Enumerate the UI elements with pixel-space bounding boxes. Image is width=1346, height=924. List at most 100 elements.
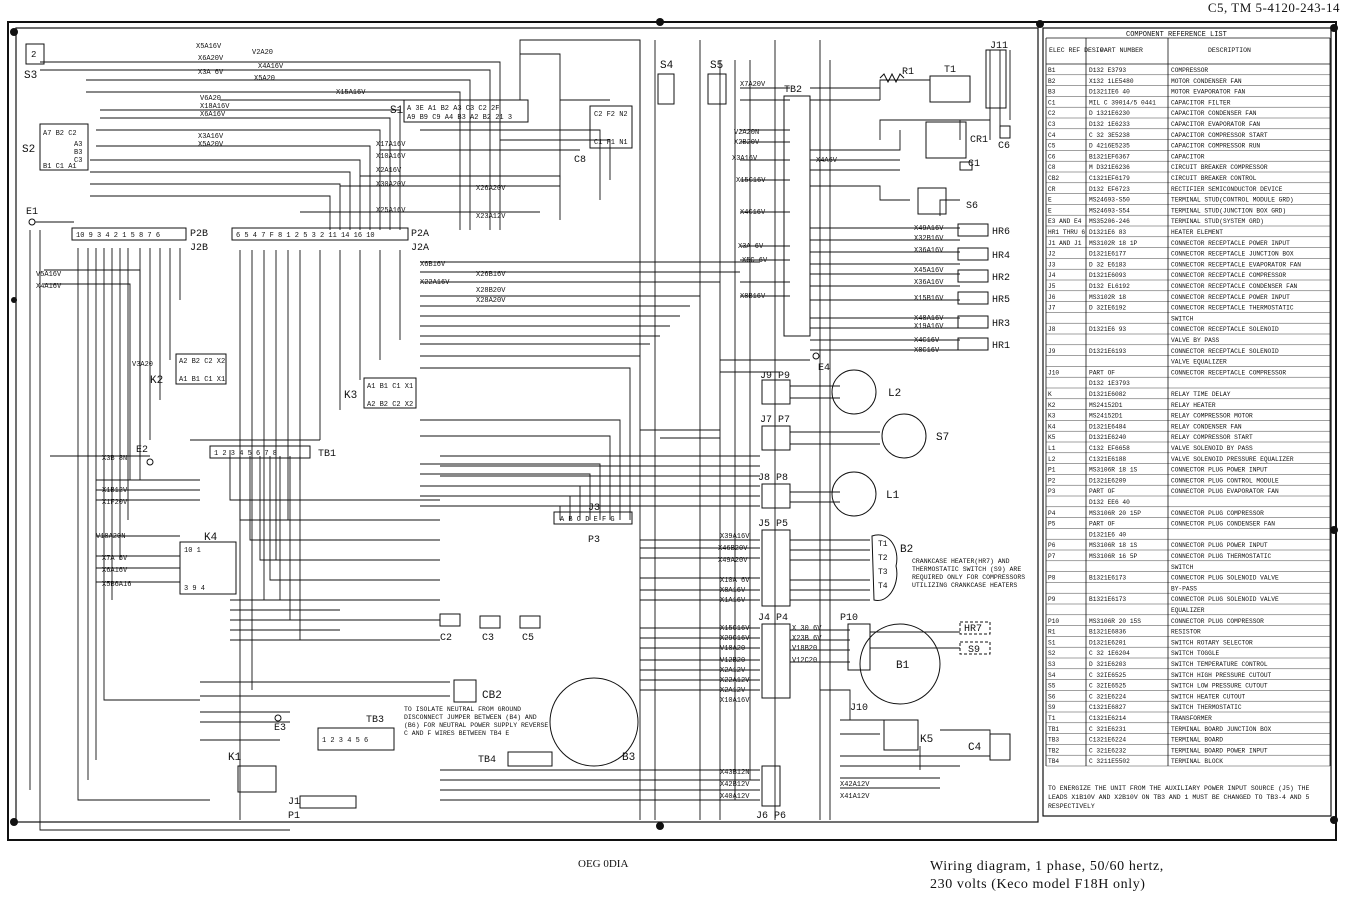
parts-table-cell: TERMINAL BLOCK bbox=[1171, 758, 1223, 765]
parts-table-cell: CAPACITOR FILTER bbox=[1171, 99, 1231, 106]
svg-text:HR5: HR5 bbox=[992, 295, 1010, 306]
parts-table-cell: P10 bbox=[1048, 618, 1059, 625]
parts-table-cell: P2 bbox=[1048, 477, 1056, 484]
wire-label-group-left: V5A16V X4A16V V3A20 X3B 8N X1B12V X1F20V… bbox=[36, 271, 153, 589]
svg-text:X15B16V: X15B16V bbox=[914, 295, 944, 303]
parts-table-cell: COMPRESSOR bbox=[1171, 67, 1208, 74]
parts-table-cell: C2 bbox=[1048, 110, 1056, 117]
parts-table-cell: C 321E6231 bbox=[1089, 726, 1126, 733]
parts-table-cell: RELAY CONDENSER FAN bbox=[1171, 423, 1242, 430]
parts-table-cell: J9 bbox=[1048, 348, 1056, 355]
parts-table-cell: D132 EL6192 bbox=[1089, 283, 1130, 290]
heater-hr2: HR2 bbox=[957, 269, 1010, 284]
s2-label: S2 bbox=[22, 144, 35, 156]
parts-table-cell: J8 bbox=[1048, 326, 1056, 333]
parts-table-cell: RESISTOR bbox=[1171, 629, 1201, 636]
svg-text:J8 P8: J8 P8 bbox=[758, 473, 788, 484]
svg-text:X5C 6V: X5C 6V bbox=[742, 257, 768, 265]
parts-table-cell: MS3106R 20 15S bbox=[1089, 618, 1141, 625]
parts-table-cell: CONNECTOR RECEPTACLE EVAPORATOR FAN bbox=[1171, 261, 1301, 268]
parts-table-cell: RELAY COMPRESSOR MOTOR bbox=[1171, 413, 1253, 420]
parts-table-grid bbox=[1045, 37, 1331, 767]
parts-table-cell: D 32 E6183 bbox=[1089, 261, 1126, 268]
parts-table-cell: X132 1LE5480 bbox=[1089, 78, 1134, 85]
svg-text:X3B 8N: X3B 8N bbox=[102, 455, 127, 463]
svg-text:HR4: HR4 bbox=[992, 251, 1010, 262]
parts-table-cell: S5 bbox=[1048, 683, 1056, 690]
parts-table-cell: CONNECTOR RECEPTACLE THERMOSTATIC bbox=[1171, 305, 1294, 312]
wire-label-group-p4: X15C16V X29C16V V18A20 V12B20 X2A12V X22… bbox=[720, 625, 750, 705]
parts-table-cell: P9 bbox=[1048, 596, 1056, 603]
s6-label: S6 bbox=[966, 201, 978, 212]
parts-table-cell: SWITCH ROTARY SELECTOR bbox=[1171, 639, 1253, 646]
p2a-label: P2A bbox=[411, 229, 429, 240]
motor-b2: T1 T2 T3 T4 B2 bbox=[871, 534, 913, 601]
svg-text:T1: T1 bbox=[878, 540, 888, 549]
parts-table-cell: D1321IE6 40 bbox=[1089, 89, 1130, 96]
resistor-r1: R1 bbox=[879, 67, 914, 84]
parts-table-cell: TERMINAL STUD(JUNCTION BOX GRD) bbox=[1171, 207, 1286, 214]
parts-table-cell: R1 bbox=[1048, 629, 1056, 636]
svg-text:X15A16V: X15A16V bbox=[336, 89, 366, 97]
parts-table-cell: C1 bbox=[1048, 99, 1056, 106]
parts-table-cell: VALVE SOLENOID BY PASS bbox=[1171, 445, 1253, 452]
svg-text:P3: P3 bbox=[588, 535, 600, 546]
parts-table-cell: C 3211E5502 bbox=[1089, 758, 1130, 765]
svg-text:S9: S9 bbox=[968, 645, 980, 656]
parts-table-cell: D1321E6093 bbox=[1089, 272, 1126, 279]
parts-table-cell: S9 bbox=[1048, 704, 1056, 711]
svg-text:X30A20V: X30A20V bbox=[376, 181, 406, 189]
parts-table-cell: MS3106R 20 15P bbox=[1089, 510, 1141, 517]
svg-text:C2 F2 N2: C2 F2 N2 bbox=[594, 111, 628, 119]
heater-hr3: HR3 bbox=[957, 315, 1010, 330]
svg-text:E4: E4 bbox=[818, 363, 830, 374]
solenoid-l2: L2 bbox=[831, 369, 901, 415]
connector-j8-p8: J8 P8 bbox=[758, 473, 791, 509]
terminal-board-tb3: 1 2 3 4 5 6 TB3 bbox=[317, 715, 395, 751]
tb3-note: TO ISOLATE NEUTRAL FROM GROUND DISCONNEC… bbox=[404, 706, 549, 737]
svg-text:A7 B2 C2: A7 B2 C2 bbox=[43, 130, 77, 138]
terminal-board-tb1: 1 2 3 4 5 6 7 8 TB1 bbox=[209, 445, 336, 460]
component-c8: C2 F2 N2 C1 F1 N1 C8 bbox=[574, 105, 633, 166]
svg-text:TB4: TB4 bbox=[478, 755, 496, 766]
svg-text:2: 2 bbox=[31, 50, 36, 60]
parts-table-cell: P7 bbox=[1048, 553, 1056, 560]
parts-table-cell: D 1321E6230 bbox=[1089, 110, 1130, 117]
parts-table-cell: D1321E6484 bbox=[1089, 423, 1126, 430]
parts-table-cell: MS3102R 18 1P bbox=[1089, 240, 1138, 247]
parts-table-cell: D 4216E5235 bbox=[1089, 143, 1130, 150]
svg-text:X22A12V: X22A12V bbox=[720, 677, 750, 685]
svg-text:X36A16V: X36A16V bbox=[914, 279, 944, 287]
svg-text:C5: C5 bbox=[522, 633, 534, 644]
parts-table-cell: D1321E6177 bbox=[1089, 251, 1126, 258]
relay-k4: 10 1 3 9 4 K4 bbox=[179, 532, 237, 595]
relay-k3: A1 B1 C1 X1 A2 B2 C2 X2 K3 bbox=[344, 377, 417, 409]
svg-text:1 2 3 4 5 6: 1 2 3 4 5 6 bbox=[322, 737, 368, 745]
svg-text:A3: A3 bbox=[74, 141, 82, 149]
parts-table-cell: VALVE SOLENOID PRESSURE EQUALIZER bbox=[1171, 456, 1294, 463]
parts-table-cell: RELAY TIME DELAY bbox=[1171, 391, 1231, 398]
sheet-border bbox=[7, 21, 1337, 841]
parts-table-cell: S1 bbox=[1048, 639, 1056, 646]
s5-label: S5 bbox=[710, 60, 723, 72]
svg-text:X 30 6V: X 30 6V bbox=[792, 625, 822, 633]
svg-text:HR7: HR7 bbox=[964, 624, 982, 635]
svg-text:B3: B3 bbox=[622, 752, 635, 764]
svg-text:3 9 4: 3 9 4 bbox=[184, 585, 205, 593]
svg-text:T3: T3 bbox=[878, 568, 888, 577]
parts-table-cell: SWITCH TOGGLE bbox=[1171, 650, 1220, 657]
parts-table-cell: C 321E6224 bbox=[1089, 693, 1126, 700]
svg-text:X23B 6V: X23B 6V bbox=[792, 635, 822, 643]
svg-text:X42A12V: X42A12V bbox=[840, 781, 870, 789]
parts-table-cell: VALVE EQUALIZER bbox=[1171, 359, 1227, 366]
svg-text:A 3E A1 B2 A3 C3 C2 2F: A 3E A1 B2 A3 C3 C2 2F bbox=[407, 105, 499, 113]
c6-label: C6 bbox=[998, 141, 1010, 152]
relay-k1: K1 bbox=[228, 752, 277, 793]
parts-table-cell: C 32IE6525 bbox=[1089, 672, 1126, 679]
svg-text:X5A20: X5A20 bbox=[254, 75, 275, 83]
svg-text:A2 B2 C2 X2: A2 B2 C2 X2 bbox=[367, 401, 413, 409]
heater-hr7: HR7 bbox=[959, 621, 991, 635]
svg-text:C4: C4 bbox=[968, 742, 982, 754]
svg-text:X15C16V: X15C16V bbox=[736, 177, 766, 185]
